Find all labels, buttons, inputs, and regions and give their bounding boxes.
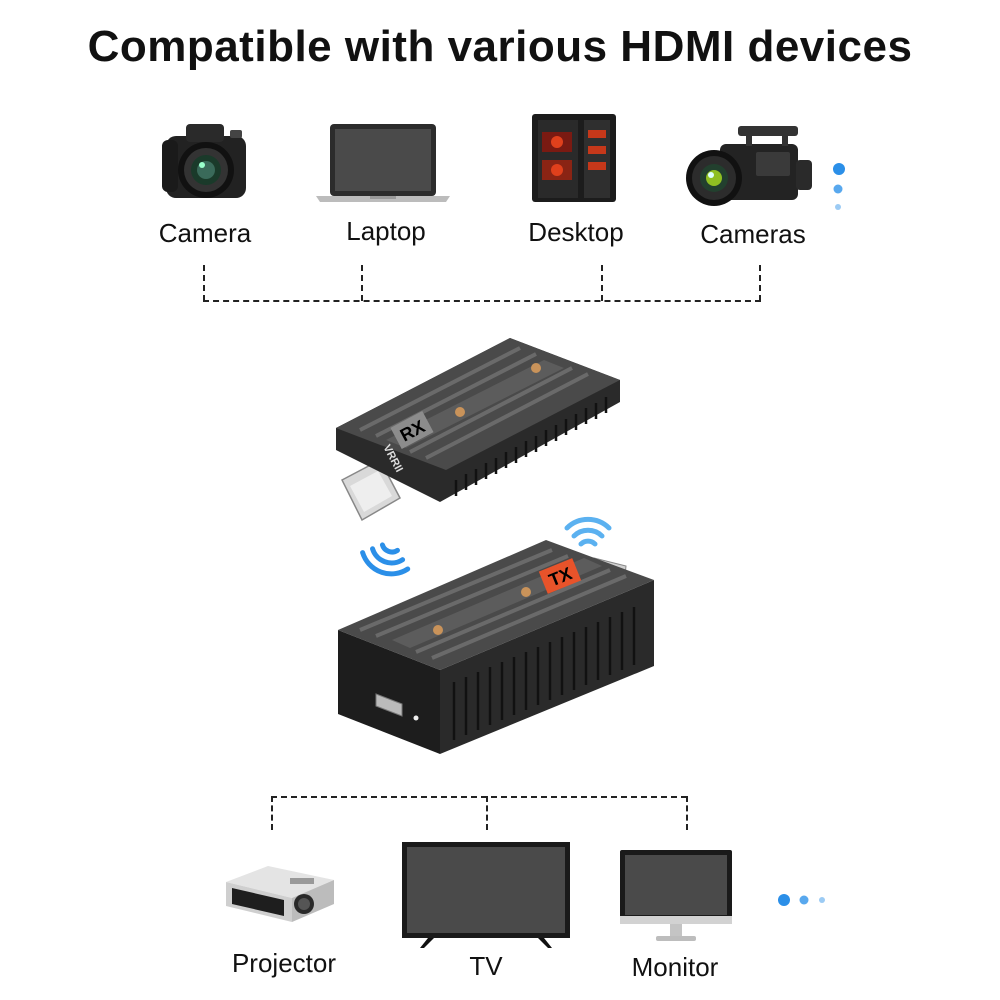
connector-line [203,265,205,301]
wireless-hdmi-kit: RX VRRII [320,330,680,770]
wifi-signal-icon [564,516,612,547]
connector-line [271,796,687,798]
connector-line [486,796,488,830]
connector-line [686,796,688,830]
tx-transmitter: TX [338,540,654,754]
source-label-laptop: Laptop [346,216,426,246]
cinema-camera-icon [684,120,818,216]
projector-icon [220,860,338,930]
more-dots-icon [830,160,850,216]
source-label-camera: Camera [158,218,252,248]
source-label-desktop: Desktop [528,217,624,247]
more-dots-icon [775,890,831,910]
page-title: Compatible with various HDMI devices [87,22,913,71]
display-label-tv: TV [469,951,503,981]
camera-icon [150,118,260,208]
connector-line [601,265,603,301]
display-label-monitor: Monitor [631,952,719,982]
display-label-projector: Projector [231,948,337,978]
connector-line [271,796,273,830]
rx-receiver: RX VRRII [336,338,620,522]
desktop-icon [528,112,620,204]
monitor-icon [618,848,734,944]
source-label-cameras: Cameras [700,219,806,249]
connector-line [203,300,761,302]
connector-line [759,265,761,301]
connector-line [361,265,363,301]
laptop-icon [314,122,452,204]
wifi-signal-icon [360,542,411,577]
tv-icon [400,840,572,948]
